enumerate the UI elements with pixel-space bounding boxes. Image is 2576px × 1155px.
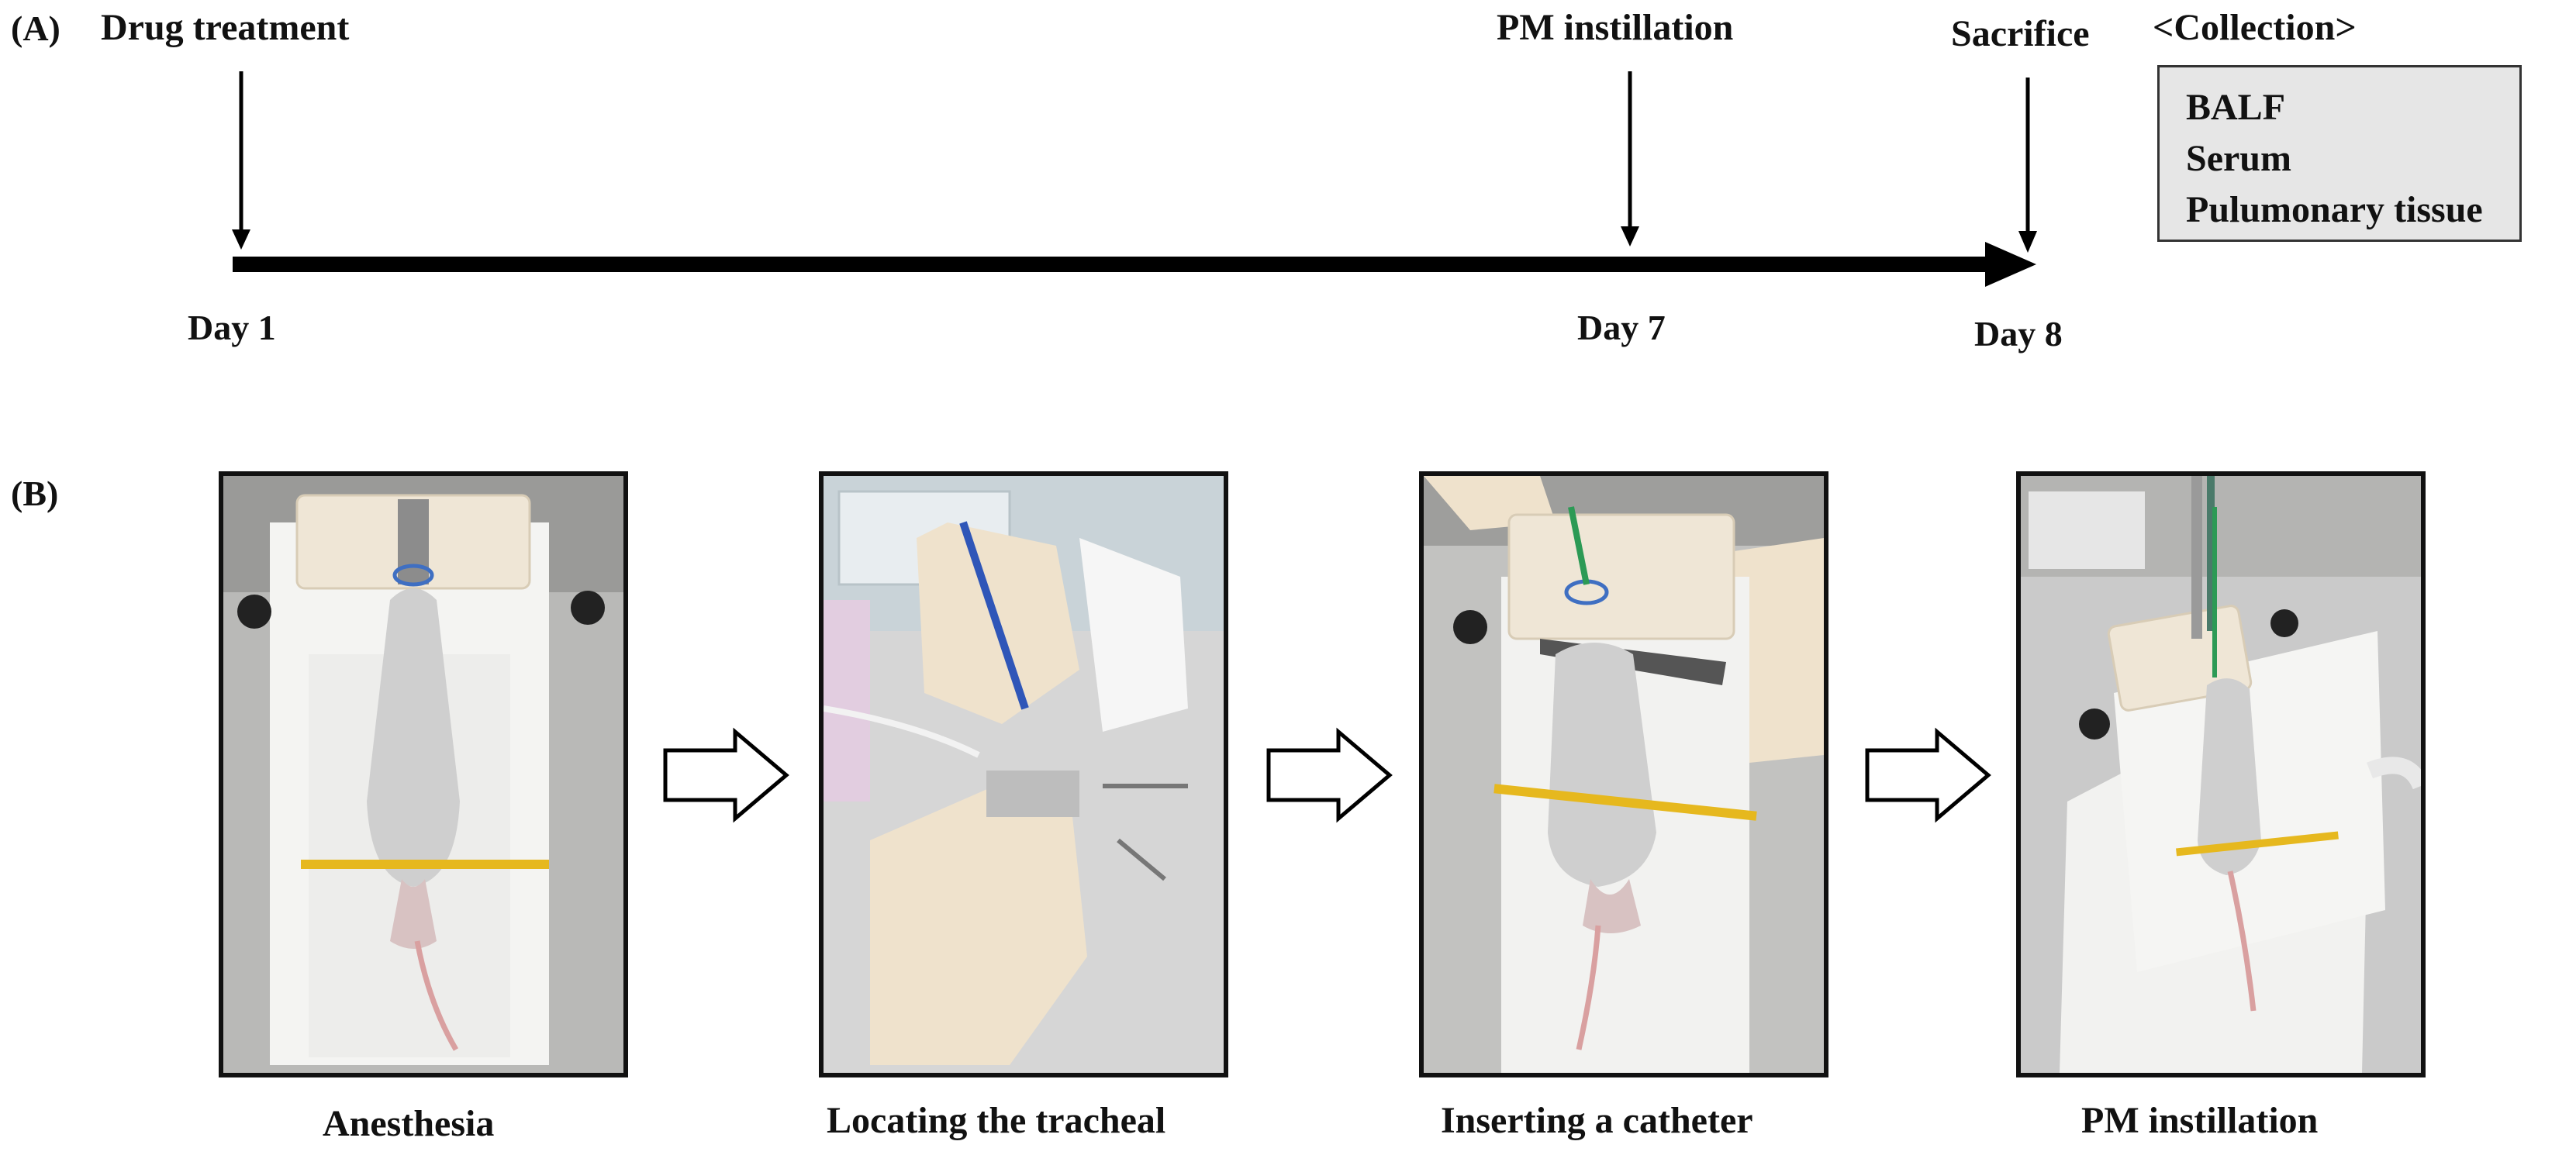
event-drug-treatment: Drug treatment [101, 7, 350, 48]
collection-item-tissue: Pulumonary tissue [2186, 189, 2483, 230]
event-sacrifice: Sacrifice [1951, 13, 2090, 54]
day-7-label: Day 7 [1577, 308, 1666, 347]
arrow-sacrifice-head [2018, 231, 2037, 253]
process-arrow-2 [1266, 727, 1393, 823]
day-8-label: Day 8 [1974, 314, 2063, 353]
photo-anesthesia [219, 471, 628, 1077]
panel-a-label: (A) [11, 9, 60, 48]
caption-pm-instillation: PM instillation [2081, 1100, 2319, 1141]
photo-inserting-catheter [1419, 471, 1828, 1077]
collection-box: BALF Serum Pulumonary tissue [2157, 65, 2522, 242]
panel-b-label: (B) [11, 474, 59, 513]
arrow-drug-treatment-head [232, 229, 250, 250]
photo-locating-tracheal [819, 471, 1228, 1077]
event-pm-instillation: PM instillation [1497, 7, 1734, 48]
photo-pm-instillation [2016, 471, 2426, 1077]
caption-inserting-catheter: Inserting a catheter [1441, 1100, 1753, 1141]
arrow-pm-instillation-head [1621, 226, 1639, 247]
day-1-label: Day 1 [188, 308, 276, 347]
process-arrow-3 [1865, 727, 1991, 823]
collection-item-balf: BALF [2186, 87, 2286, 128]
caption-anesthesia: Anesthesia [323, 1103, 495, 1144]
process-arrow-1 [663, 727, 789, 823]
collection-title: <Collection> [2153, 7, 2357, 48]
caption-locating-tracheal: Locating the tracheal [827, 1100, 1166, 1141]
collection-item-serum: Serum [2186, 138, 2291, 179]
timeline-arrowhead [1985, 242, 2036, 287]
